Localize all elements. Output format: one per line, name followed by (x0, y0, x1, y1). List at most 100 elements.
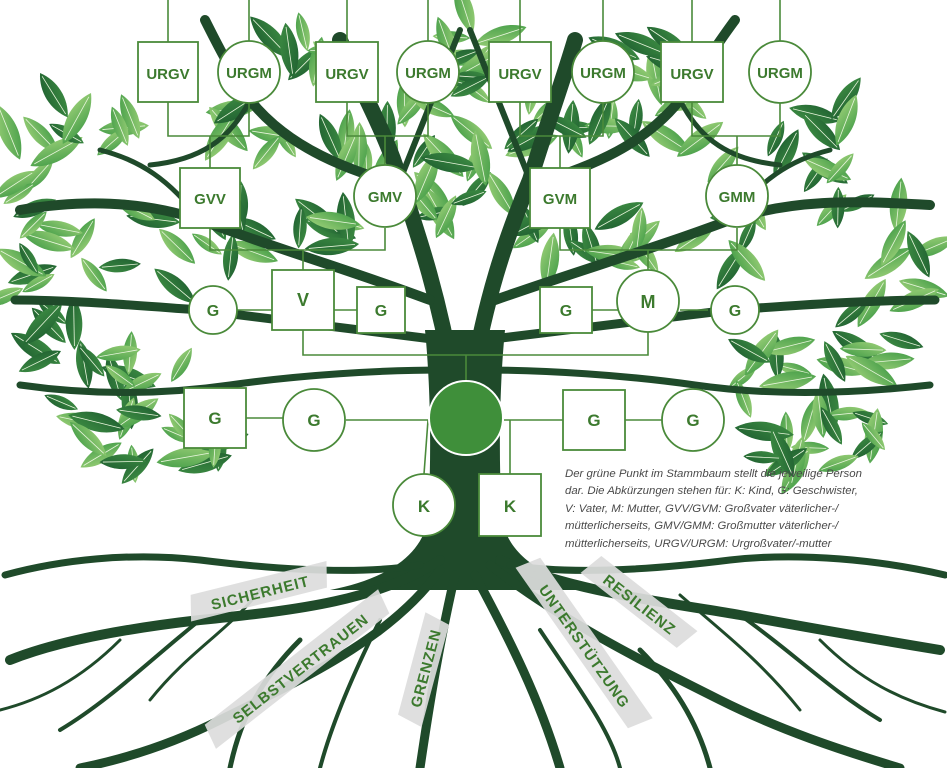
node-urgv-3: URGV (488, 41, 552, 103)
leaf-vein (772, 431, 793, 474)
node-label: GMV (368, 189, 402, 206)
leaf-vein (119, 409, 159, 417)
leaf-vein (475, 134, 486, 182)
leaf-vein (437, 198, 455, 236)
node-gvv: GVV (179, 167, 241, 229)
leaf-vein (285, 26, 293, 74)
leaf-vein (21, 352, 59, 371)
leaf-vein (424, 157, 474, 168)
node-sibling-big-right-1: G (562, 389, 626, 451)
leaf-vein (837, 189, 839, 226)
leaf-vein (0, 172, 33, 197)
leaf-vein (763, 376, 812, 386)
leaf-vein (867, 249, 910, 277)
node-label: K (418, 497, 431, 516)
node-urgv-1: URGV (137, 41, 199, 103)
leaf-vein (821, 456, 856, 470)
leaf-vein (828, 155, 852, 182)
leaf-vein (41, 76, 67, 115)
leaf-vein (73, 301, 75, 346)
leaf-vein (82, 259, 106, 290)
leaf-vein (26, 233, 71, 249)
node-label: GMM (719, 189, 756, 206)
leaf-vein (172, 350, 191, 380)
leaf-vein (817, 393, 824, 435)
leaf-vein (321, 117, 340, 159)
leaf-vein (308, 243, 356, 249)
leaf-vein (5, 184, 34, 203)
leaf-vein (72, 424, 104, 454)
node-sibling-big-left-2: G (282, 388, 346, 452)
leaf-vein (182, 456, 228, 471)
leaf-vein (768, 340, 812, 352)
legend-caption: Der grüne Punkt im Stammbaum stellt die … (565, 468, 862, 550)
leaf-vein (863, 424, 884, 449)
node-label: G (560, 303, 572, 320)
leaf-vein (740, 220, 755, 251)
node-child-1: K (392, 473, 456, 537)
node-urgv-4: URGV (660, 41, 724, 103)
leaf-vein (122, 97, 139, 136)
leaf-vein (506, 120, 536, 148)
node-label: M (641, 292, 656, 312)
leaf-vein (112, 109, 127, 144)
leaf-vein (358, 125, 360, 170)
leaf-vein (25, 305, 60, 343)
leaf-vein (21, 213, 45, 237)
node-sibling-left-2: G (356, 286, 406, 334)
leaf-vein (298, 209, 302, 246)
tree-trunk (330, 330, 600, 590)
node-m: M (616, 269, 680, 333)
leaf-vein (46, 395, 76, 409)
leaf-vein (160, 452, 211, 463)
leaf-vein (739, 427, 790, 435)
leaf-vein (902, 281, 946, 296)
node-label: GVV (194, 191, 226, 208)
node-label: URGV (670, 66, 713, 83)
root-banner-grenzen: GRENZEN (398, 612, 450, 728)
leaf-vein (99, 349, 138, 358)
leaf-vein (298, 15, 308, 49)
leaf-vein (0, 108, 19, 156)
leaf-vein (680, 124, 720, 155)
node-label: URGM (580, 65, 626, 82)
leaf-vein (778, 364, 810, 374)
leaf-vein (0, 289, 21, 305)
leaf-vein (457, 0, 472, 31)
node-label: URGM (405, 65, 451, 82)
leaf-vein (489, 174, 514, 214)
leaf-vein (309, 217, 356, 225)
node-child-2: K (478, 473, 542, 537)
leaf (0, 104, 22, 160)
leaf-vein (101, 263, 138, 268)
leaf (454, 0, 475, 34)
node-urgm-3: URGM (571, 40, 635, 104)
leaf-vein (837, 98, 856, 143)
leaf-vein (598, 204, 640, 228)
leaf-vein (590, 99, 609, 142)
leaf-vein (453, 77, 488, 96)
node-gmv: GMV (353, 164, 417, 228)
family-connectors (167, 0, 781, 475)
node-label: G (208, 409, 221, 428)
leaf-vein (20, 245, 37, 272)
leaf-vein (849, 357, 894, 384)
node-label: G (375, 303, 387, 320)
node-label: G (587, 411, 600, 430)
node-v: V (271, 269, 335, 331)
node-sibling-left-1: G (188, 285, 238, 335)
node-label: V (297, 290, 309, 310)
node-sibling-right-2: G (710, 285, 760, 335)
node-urgm-4: URGM (748, 40, 812, 104)
leaf-vein (584, 225, 599, 267)
leaf-vein (792, 108, 837, 121)
node-label: URGM (226, 65, 272, 82)
leaf-vein (83, 444, 119, 466)
node-label: K (504, 497, 517, 516)
leaf-vein (24, 275, 53, 292)
leaf-vein (72, 221, 94, 256)
root-label: SELBSTVERTRAUEN (230, 611, 372, 728)
leaf-vein (72, 415, 121, 429)
